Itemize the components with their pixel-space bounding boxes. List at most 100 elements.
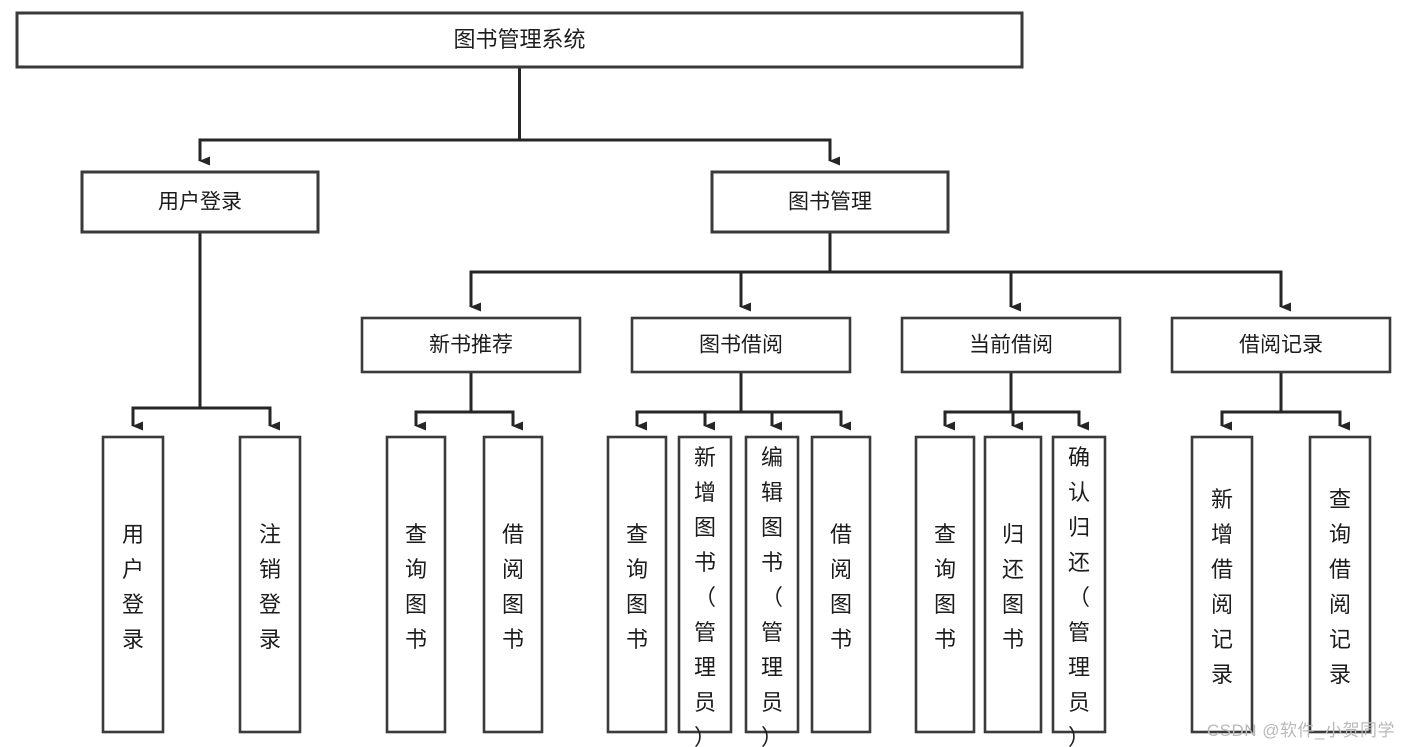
connector-l-1-0 bbox=[414, 372, 473, 431]
leaf-node-2[interactable]: 查询图书 bbox=[385, 435, 447, 734]
leaf-node-label: 注销登录 bbox=[259, 522, 281, 652]
connector-l-1-1-line bbox=[469, 372, 523, 431]
leaf-node-6[interactable]: 编辑图书（管理员） bbox=[744, 435, 800, 747]
leaf-node-9[interactable]: 归还图书 bbox=[983, 435, 1043, 734]
level3-node-0-box bbox=[360, 316, 582, 374]
connector-l2-l3-1-line bbox=[739, 232, 832, 312]
leaf-node-label: 确认归还（管理员） bbox=[1068, 445, 1090, 747]
leaf-node-box bbox=[238, 435, 302, 734]
connector-l-2-0-line bbox=[635, 372, 743, 431]
level3-node-2[interactable]: 当前借阅 bbox=[900, 316, 1122, 374]
connector-l-2-0 bbox=[635, 372, 743, 431]
connector-l-4-1 bbox=[1279, 372, 1350, 431]
level3-node-1-label: 图书借阅 bbox=[699, 334, 783, 357]
leaf-node-label: 查询借阅记录 bbox=[1329, 487, 1351, 687]
root-node[interactable]: 图书管理系统 bbox=[15, 11, 1024, 69]
connector-l-1-0-line bbox=[414, 372, 473, 431]
node-layer: 图书管理系统用户登录图书管理新书推荐图书借阅当前借阅借阅记录用户登录注销登录查询… bbox=[15, 11, 1392, 747]
connector-l-4-0 bbox=[1220, 372, 1283, 431]
connector-l-3-2 bbox=[1009, 372, 1089, 431]
leaf-node-label: 用户登录 bbox=[122, 522, 144, 652]
connector-l-0-0-line bbox=[131, 232, 202, 431]
leaf-node-box bbox=[1308, 435, 1372, 734]
level3-node-1[interactable]: 图书借阅 bbox=[630, 316, 852, 374]
leaf-node-label: 新增借阅记录 bbox=[1211, 487, 1233, 687]
leaf-node-box bbox=[914, 435, 976, 734]
connector-l2-l3-3 bbox=[828, 232, 1291, 312]
leaf-node-label: 编辑图书（管理员） bbox=[761, 445, 783, 747]
level3-node-0[interactable]: 新书推荐 bbox=[360, 316, 582, 374]
connector-l-2-3-line bbox=[739, 372, 851, 431]
root-node-box bbox=[15, 11, 1024, 69]
level3-node-0-label: 新书推荐 bbox=[429, 334, 513, 357]
leaf-node-label: 归还图书 bbox=[1002, 522, 1024, 652]
leaf-node-label: 查询图书 bbox=[934, 522, 956, 652]
leaf-node-7[interactable]: 借阅图书 bbox=[810, 435, 872, 734]
leaf-node-5[interactable]: 新增图书（管理员） bbox=[677, 435, 733, 747]
leaf-node-box bbox=[983, 435, 1043, 734]
leaf-node-box bbox=[606, 435, 668, 734]
level3-node-2-label: 当前借阅 bbox=[969, 334, 1053, 357]
leaf-node-label: 查询图书 bbox=[405, 522, 427, 652]
leaf-node-box bbox=[744, 435, 800, 734]
level3-node-3-label: 借阅记录 bbox=[1239, 334, 1323, 357]
connector-l-0-1-line bbox=[198, 232, 280, 431]
connector-root-l2-1 bbox=[518, 67, 840, 166]
connector-l-3-2-line bbox=[1009, 372, 1089, 431]
connector-l-2-1-line bbox=[703, 372, 743, 431]
leaf-node-3[interactable]: 借阅图书 bbox=[482, 435, 544, 734]
connector-l-2-3 bbox=[739, 372, 851, 431]
level2-node-1-label: 图书管理 bbox=[788, 191, 872, 214]
leaf-node-label: 借阅图书 bbox=[502, 522, 524, 652]
leaf-node-0[interactable]: 用户登录 bbox=[101, 435, 165, 734]
leaf-node-label: 查询图书 bbox=[626, 522, 648, 652]
leaf-node-box bbox=[677, 435, 733, 734]
connector-l-3-0 bbox=[943, 372, 1013, 431]
leaf-node-label: 新增图书（管理员） bbox=[694, 445, 716, 747]
leaf-node-1[interactable]: 注销登录 bbox=[238, 435, 302, 734]
leaf-node-box bbox=[1051, 435, 1107, 734]
level3-node-1-box bbox=[630, 316, 852, 374]
leaf-node-box bbox=[1190, 435, 1254, 734]
level2-node-1-box bbox=[710, 170, 950, 234]
connector-l2-l3-2 bbox=[828, 232, 1021, 312]
connector-l-1-1 bbox=[469, 372, 523, 431]
connector-root-l2-0-line bbox=[198, 67, 521, 166]
connector-layer bbox=[131, 67, 1350, 431]
leaf-node-10[interactable]: 确认归还（管理员） bbox=[1051, 435, 1107, 747]
leaf-node-label: 借阅图书 bbox=[830, 522, 852, 652]
level3-node-3-box bbox=[1170, 316, 1392, 374]
leaf-node-4[interactable]: 查询图书 bbox=[606, 435, 668, 734]
level2-node-0-box bbox=[80, 170, 320, 234]
leaf-node-box bbox=[101, 435, 165, 734]
level2-node-1[interactable]: 图书管理 bbox=[710, 170, 950, 234]
leaf-node-12[interactable]: 查询借阅记录 bbox=[1308, 435, 1372, 734]
connector-l-2-2 bbox=[739, 372, 782, 431]
connector-l-2-1 bbox=[703, 372, 743, 431]
connector-l2-l3-2-line bbox=[828, 232, 1021, 312]
level2-node-0-label: 用户登录 bbox=[158, 191, 242, 214]
connector-l-0-0 bbox=[131, 232, 202, 431]
root-node-label: 图书管理系统 bbox=[453, 27, 585, 52]
leaf-node-box bbox=[810, 435, 872, 734]
connector-root-l2-1-line bbox=[518, 67, 840, 166]
connector-l-4-1-line bbox=[1279, 372, 1350, 431]
leaf-node-box bbox=[482, 435, 544, 734]
connector-l2-l3-3-line bbox=[828, 232, 1291, 312]
watermark-text: CSDN @软件_小贺同学 bbox=[1206, 721, 1395, 740]
level3-node-2-box bbox=[900, 316, 1122, 374]
level2-node-0[interactable]: 用户登录 bbox=[80, 170, 320, 234]
connector-l2-l3-1 bbox=[739, 232, 832, 312]
connector-l2-l3-0 bbox=[469, 232, 832, 312]
connector-l-4-0-line bbox=[1220, 372, 1283, 431]
connector-root-l2-0 bbox=[198, 67, 521, 166]
connector-l2-l3-0-line bbox=[469, 232, 832, 312]
leaf-node-8[interactable]: 查询图书 bbox=[914, 435, 976, 734]
connector-l-0-1 bbox=[198, 232, 280, 431]
level3-node-3[interactable]: 借阅记录 bbox=[1170, 316, 1392, 374]
connector-l-3-0-line bbox=[943, 372, 1013, 431]
leaf-node-box bbox=[385, 435, 447, 734]
leaf-node-11[interactable]: 新增借阅记录 bbox=[1190, 435, 1254, 734]
